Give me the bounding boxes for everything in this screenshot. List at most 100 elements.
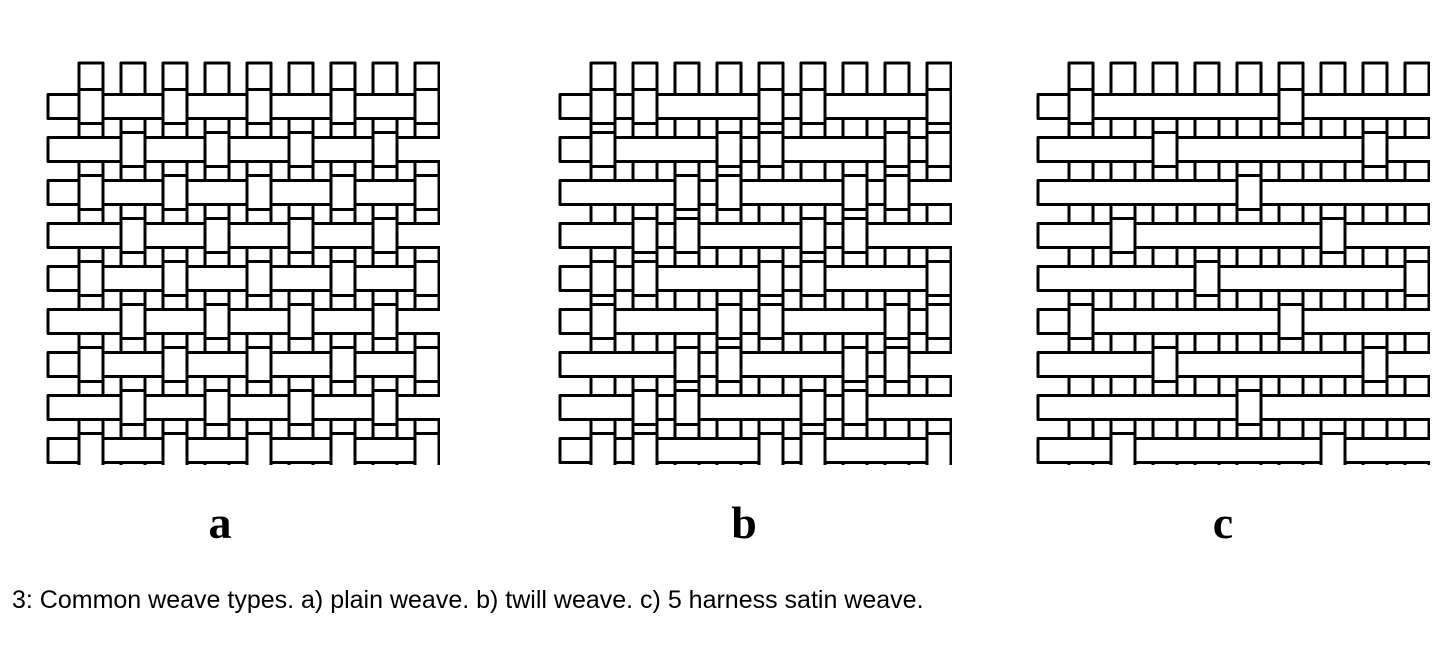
warp-over-segment: [413, 346, 440, 383]
warp-over-segment: [925, 432, 952, 465]
warp-over-segment: [589, 260, 617, 297]
warp-over-segment: [371, 389, 399, 426]
panel-label-c: c: [1212, 497, 1234, 548]
weft-strand: [558, 222, 952, 249]
warp-over-segment: [119, 217, 147, 254]
warp-over-segment: [413, 174, 440, 211]
warp-over-segment: [77, 346, 105, 383]
warp-over-segment: [1277, 88, 1305, 125]
warp-over-segment: [925, 260, 952, 297]
warp-over-segment: [841, 389, 869, 426]
warp-over-segment: [1319, 432, 1347, 465]
warp-over-segment: [757, 131, 785, 168]
warp-over-segment: [1319, 217, 1347, 254]
warp-over-segment: [715, 174, 743, 211]
warp-over-segment: [841, 346, 869, 383]
warp-over-segment: [1361, 131, 1389, 168]
warp-over-segment: [245, 174, 273, 211]
warp-over-segment: [1109, 217, 1137, 254]
warp-over-segment: [631, 389, 659, 426]
warp-over-segment: [413, 260, 440, 297]
twill-weave-svg: [558, 61, 952, 465]
warp-over-segment: [1403, 260, 1430, 297]
warp-over-segment: [799, 260, 827, 297]
warp-over-segment: [245, 432, 273, 465]
warp-over-segment: [757, 432, 785, 465]
weft-strand: [558, 394, 952, 421]
warp-over-segment: [329, 346, 357, 383]
panel-label-a: a: [208, 497, 232, 548]
weft-strand: [1036, 308, 1430, 335]
warp-over-segment: [715, 303, 743, 340]
warp-over-segment: [1067, 303, 1095, 340]
warp-over-segment: [161, 88, 189, 125]
warp-over-segment: [1109, 432, 1137, 465]
warp-over-segment: [287, 389, 315, 426]
twill-weave-diagram: [552, 55, 952, 465]
weft-strand: [1036, 394, 1430, 421]
warp-over-segment: [203, 303, 231, 340]
warp-over-segment: [161, 432, 189, 465]
warp-over-segment: [119, 131, 147, 168]
warp-over-segment: [673, 217, 701, 254]
warp-over-segment: [589, 88, 617, 125]
plain-weave-diagram: [40, 55, 440, 465]
warp-over-segment: [119, 389, 147, 426]
warp-over-segment: [287, 217, 315, 254]
warp-over-segment: [413, 432, 440, 465]
weft-strand: [1036, 222, 1430, 249]
warp-over-segment: [631, 432, 659, 465]
warp-over-segment: [799, 389, 827, 426]
warp-over-segment: [589, 432, 617, 465]
weft-strand: [558, 437, 952, 464]
warp-over-segment: [245, 346, 273, 383]
warp-over-segment: [673, 346, 701, 383]
warp-over-segment: [757, 260, 785, 297]
warp-over-segment: [77, 174, 105, 211]
warp-over-segment: [715, 131, 743, 168]
warp-over-segment: [841, 217, 869, 254]
warp-over-segment: [161, 346, 189, 383]
warp-over-segment: [413, 88, 440, 125]
warp-over-segment: [371, 131, 399, 168]
warp-over-segment: [1067, 88, 1095, 125]
weft-strand: [1036, 265, 1430, 292]
satin-weave-diagram: [1030, 55, 1430, 465]
warp-over-segment: [371, 303, 399, 340]
warp-over-segment: [329, 432, 357, 465]
weft-strand: [558, 265, 952, 292]
weft-strand: [46, 351, 440, 378]
satin-weave-svg: [1036, 61, 1430, 465]
warp-over-segment: [799, 217, 827, 254]
warp-over-segment: [925, 131, 952, 168]
warp-over-segment: [757, 303, 785, 340]
warp-over-segment: [589, 131, 617, 168]
warp-over-segment: [673, 174, 701, 211]
warp-over-segment: [1151, 346, 1179, 383]
warp-over-segment: [883, 346, 911, 383]
warp-over-segment: [799, 88, 827, 125]
weft-strand: [1036, 437, 1430, 464]
warp-over-segment: [119, 303, 147, 340]
warp-over-segment: [77, 88, 105, 125]
weft-strand: [558, 93, 952, 120]
warp-over-segment: [161, 260, 189, 297]
weft-strand: [1036, 179, 1430, 206]
warp-over-segment: [631, 217, 659, 254]
warp-over-segment: [287, 303, 315, 340]
warp-over-segment: [245, 88, 273, 125]
warp-over-segment: [1277, 303, 1305, 340]
warp-over-segment: [77, 432, 105, 465]
warp-over-segment: [161, 174, 189, 211]
warp-over-segment: [925, 88, 952, 125]
plain-weave-svg: [46, 61, 440, 465]
warp-over-segment: [673, 389, 701, 426]
warp-over-segment: [883, 303, 911, 340]
warp-over-segment: [1193, 260, 1221, 297]
warp-over-segment: [1235, 389, 1263, 426]
warp-over-segment: [883, 131, 911, 168]
warp-over-segment: [631, 88, 659, 125]
figure-caption: 3: Common weave types. a) plain weave. b…: [12, 586, 924, 614]
warp-over-segment: [329, 88, 357, 125]
panel-label-b: b: [731, 497, 757, 548]
